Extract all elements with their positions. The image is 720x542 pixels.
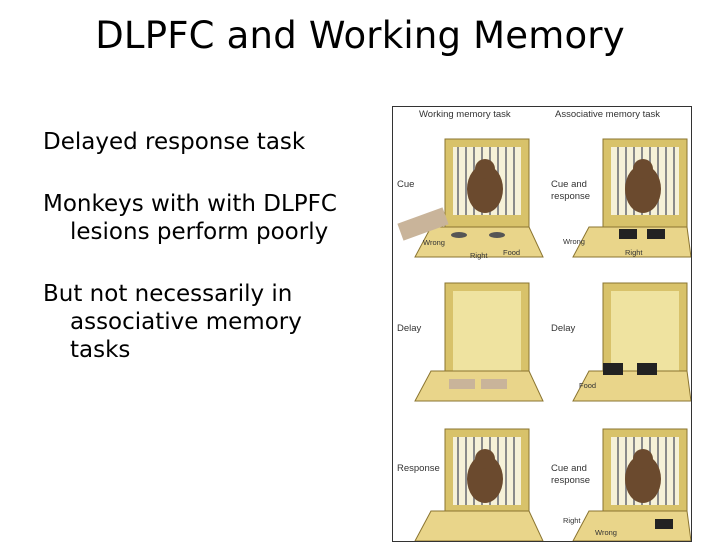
box-left-cue bbox=[397, 138, 544, 258]
box-right-response bbox=[572, 428, 691, 541]
option-label: Wrong bbox=[563, 237, 585, 246]
box-left-delay bbox=[414, 282, 544, 402]
bullet-item: Delayed response task bbox=[43, 128, 373, 156]
experiment-figure: Working memory task Associative memory t… bbox=[392, 106, 692, 542]
bullet-text: tasks bbox=[70, 337, 131, 363]
box-right-cue bbox=[572, 138, 691, 258]
bullet-text: Delayed response task bbox=[43, 129, 306, 155]
option-label: Right bbox=[563, 516, 581, 525]
column-header: Associative memory task bbox=[555, 109, 661, 120]
slide-title: DLPFC and Working Memory bbox=[95, 14, 625, 57]
stage-label: Response bbox=[397, 463, 440, 474]
box-right-delay bbox=[572, 282, 691, 402]
option-label: Right bbox=[625, 248, 643, 257]
option-label: Wrong bbox=[595, 528, 617, 537]
box-left-response bbox=[414, 428, 544, 541]
stage-label: Delay bbox=[397, 323, 422, 334]
experiment-illustration bbox=[397, 138, 691, 541]
bullet-text: But not necessarily in bbox=[43, 281, 293, 307]
stage-label: Cue and bbox=[551, 179, 587, 190]
option-label: Food bbox=[503, 248, 521, 257]
stage-label: response bbox=[551, 191, 591, 202]
bullet-item: Monkeys with with DLPFC lesions perform … bbox=[43, 190, 373, 246]
stage-label: Cue and bbox=[551, 463, 587, 474]
option-label: Food bbox=[579, 381, 597, 390]
stage-label: Cue bbox=[397, 179, 415, 190]
option-label: Right bbox=[470, 251, 488, 260]
bullet-list: Delayed response task Monkeys with with … bbox=[43, 128, 373, 390]
column-header: Working memory task bbox=[419, 109, 511, 120]
stage-label: Delay bbox=[551, 323, 576, 334]
bullet-text: lesions perform poorly bbox=[70, 219, 329, 245]
stage-label: response bbox=[551, 475, 591, 486]
bullet-item: But not necessarily in associative memor… bbox=[43, 280, 373, 364]
bullet-text: Monkeys with with DLPFC bbox=[43, 191, 337, 217]
option-label: Wrong bbox=[423, 238, 445, 247]
bullet-text: associative memory bbox=[70, 309, 302, 335]
